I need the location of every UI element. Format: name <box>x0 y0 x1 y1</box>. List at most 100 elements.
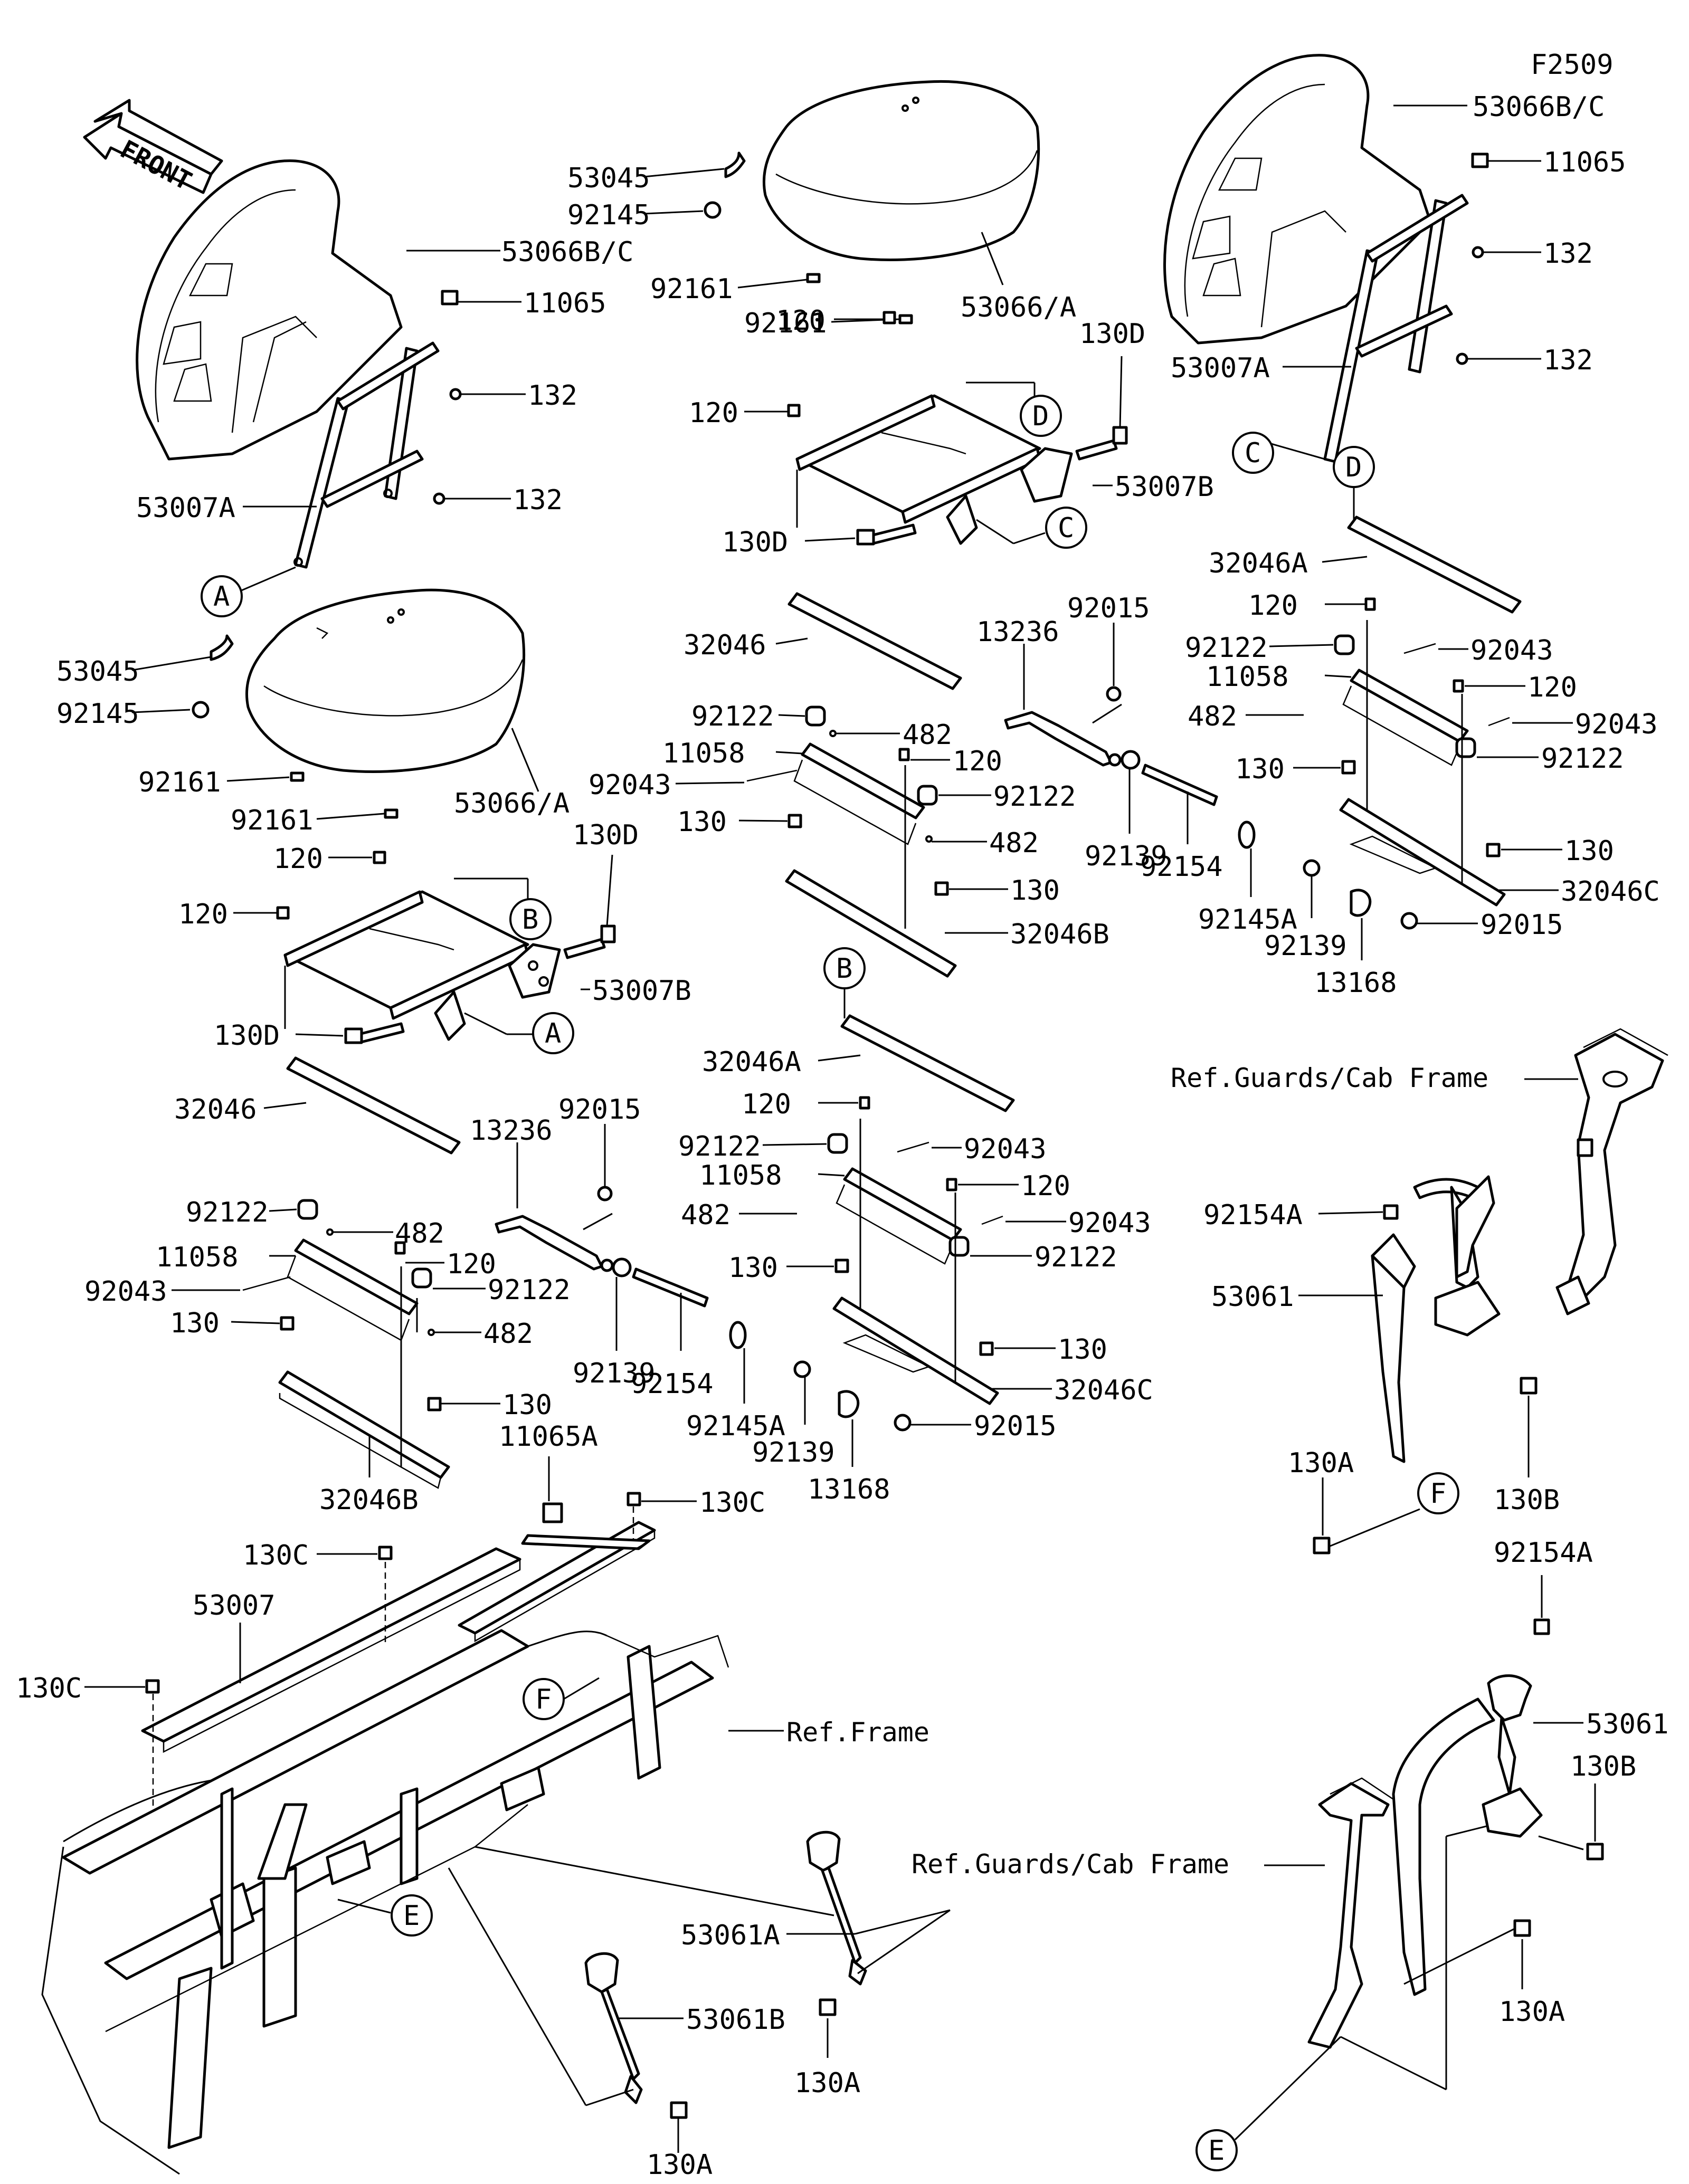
bracket-53045-left <box>210 634 234 661</box>
callout-a-1-letter: A <box>213 581 230 613</box>
label-92145-center: 92145 <box>567 199 650 231</box>
label-130d-left-b: 130D <box>214 1020 280 1052</box>
label-92122-mid-b: 92122 <box>1035 1242 1117 1273</box>
bracket-13168-center <box>1350 889 1372 917</box>
label-11065a: 11065A <box>499 1421 598 1453</box>
label-92015-left: 92015 <box>558 1094 641 1126</box>
label-92043-right-a: 92043 <box>1470 635 1553 666</box>
callout-b-2-letter: B <box>836 953 852 985</box>
label-92161-left-b: 92161 <box>231 805 314 836</box>
label-92161-left-a: 92161 <box>138 767 221 798</box>
bolt-132-right-b <box>1456 352 1468 365</box>
label-92122-right-b: 92122 <box>1541 743 1624 775</box>
bolt-130a-b <box>670 2101 688 2119</box>
rail-32046b-left <box>278 1370 450 1479</box>
spring-92145a-center-icon <box>1238 821 1256 849</box>
label-92139-center-b: 92139 <box>1264 930 1347 962</box>
bolt-head-130d-center-a <box>1112 426 1128 445</box>
bolt-130-center-a <box>787 814 802 828</box>
label-130-right-a: 130 <box>1235 754 1285 785</box>
label-53066a-center: 53066/A <box>961 292 1076 323</box>
callout-f-2-letter: F <box>535 1684 552 1715</box>
seat-frame-53007b-left <box>283 890 561 1041</box>
bolt-92154a-right <box>1383 1204 1399 1220</box>
label-120-left-c: 120 <box>447 1248 496 1280</box>
label-130-right-b: 130 <box>1564 835 1614 867</box>
label-53007a-left: 53007A <box>136 492 235 524</box>
rail-32046b-center <box>785 869 957 978</box>
label-53066bc-right: 53066B/C <box>1473 91 1605 123</box>
seat-frame-53007b-center <box>795 394 1073 545</box>
bolt-130d-center-a <box>1075 439 1118 461</box>
clip-92161-left-a <box>290 771 305 782</box>
label-13236-left: 13236 <box>470 1115 553 1147</box>
callout-f-1-letter: F <box>1430 1478 1446 1510</box>
vehicle-frame <box>41 1629 729 2175</box>
label-130c-b: 130C <box>243 1540 309 1571</box>
label-482-mid: 482 <box>681 1199 730 1231</box>
bolt-132-left-a <box>449 388 462 400</box>
buckle-53061a <box>806 1830 867 1986</box>
label-482-left-a: 482 <box>395 1218 444 1250</box>
label-92122-right-a: 92122 <box>1185 632 1268 664</box>
label-32046-center: 32046 <box>684 630 766 661</box>
callout-a-1 <box>201 575 243 617</box>
bolt-130-center-b <box>934 881 949 896</box>
callout-e-1-letter: E <box>403 1900 420 1932</box>
label-92154a-bottom: 92154A <box>1494 1537 1593 1569</box>
latch-plate-mid <box>842 1334 931 1373</box>
label-53045-center: 53045 <box>567 163 650 194</box>
label-53061b: 53061B <box>686 2004 785 2036</box>
nut-92015-center-b <box>1400 912 1418 930</box>
label-92161-center-b: 92161 <box>744 308 827 339</box>
bolt-130-right-b <box>1486 843 1501 857</box>
nut-92015-left-b <box>894 1414 912 1432</box>
bolt-130c-c <box>145 1679 160 1694</box>
bolt-130b-right <box>1520 1377 1538 1395</box>
linkage-13236-left <box>495 1215 614 1272</box>
label-11058-left: 11058 <box>156 1242 239 1273</box>
label-92122-left-b: 92122 <box>488 1274 571 1306</box>
callout-e-2 <box>1195 2129 1238 2171</box>
washer-92139-center-b <box>1303 859 1321 877</box>
label-92043-mid-b: 92043 <box>1068 1207 1151 1239</box>
label-53007b-center: 53007B <box>1115 471 1214 503</box>
bolt-130a-right <box>1313 1537 1331 1554</box>
label-120-left-b: 120 <box>178 899 228 930</box>
callout-e-2-letter: E <box>1208 2135 1225 2167</box>
ref-guards-cab-frame-bottom: Ref.Guards/Cab Frame <box>912 1849 1229 1880</box>
washer-92139-center <box>1121 750 1141 770</box>
bolt-130d-left-a <box>563 938 606 959</box>
label-130b-bottom: 130B <box>1570 1751 1636 1782</box>
label-32046b-center: 32046B <box>1010 919 1109 950</box>
washer-92139-left-b <box>793 1360 811 1378</box>
spring-92145-left-icon <box>192 701 210 719</box>
bolt-120-center-b <box>787 404 801 417</box>
front-arrow-icon: FRONT <box>83 99 223 196</box>
label-13168-left: 13168 <box>808 1474 890 1505</box>
label-132-right-a: 132 <box>1543 238 1593 270</box>
label-92161-center-a: 92161 <box>650 273 733 305</box>
callout-c-1-letter: C <box>1058 512 1074 544</box>
label-32046-left: 32046 <box>174 1094 257 1126</box>
label-130c-a: 130C <box>699 1487 765 1519</box>
backrest-right <box>1163 54 1432 345</box>
ref-guards-cab-frame-top: Ref.Guards/Cab Frame <box>1171 1063 1488 1093</box>
label-130-left-b: 130 <box>502 1389 552 1421</box>
label-92145a-left: 92145A <box>686 1410 785 1442</box>
callout-d-1-letter: D <box>1032 400 1049 432</box>
label-130a-b: 130A <box>647 2149 713 2181</box>
clip-92161-center-b <box>898 314 913 325</box>
label-130a-a: 130A <box>794 2067 860 2099</box>
bolt-130d-left-b <box>357 1022 405 1044</box>
bracket-53045-center <box>724 151 746 178</box>
clip-92161-center-a <box>806 273 821 283</box>
plate-32046-center <box>787 592 962 690</box>
label-130a-right: 130A <box>1288 1447 1354 1479</box>
bolt-120-left-a <box>373 851 386 864</box>
bolt-130b-bottom <box>1586 1843 1604 1861</box>
label-130a-c: 130A <box>1499 1996 1565 2028</box>
label-120-center-a: 120 <box>776 305 825 337</box>
label-11065-right: 11065 <box>1543 147 1626 178</box>
